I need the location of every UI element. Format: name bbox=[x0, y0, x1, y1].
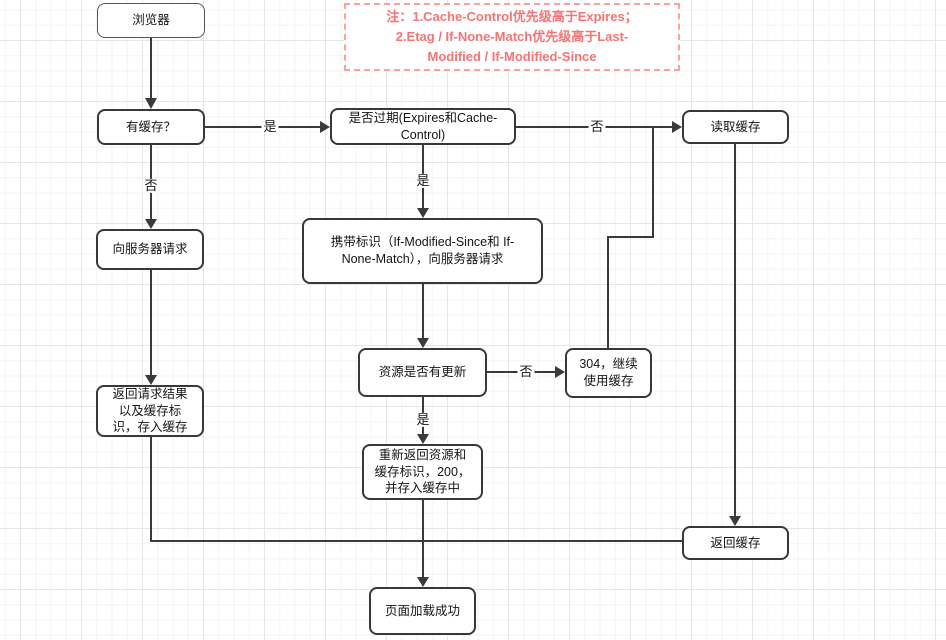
edge-label-has-cache-yes: 是 bbox=[261, 118, 279, 135]
node-return-cache[interactable]: 返回缓存 bbox=[682, 526, 789, 560]
edge-label-expired-no: 否 bbox=[588, 118, 606, 135]
note-box[interactable]: 注：1.Cache-Control优先级高于Expires； 2.Etag / … bbox=[344, 3, 680, 71]
node-request-with-identifier[interactable]: 携带标识（If-Modified-Since和 If- None-Match），… bbox=[302, 218, 543, 284]
node-read-cache[interactable]: 读取缓存 bbox=[682, 110, 789, 144]
node-is-expired[interactable]: 是否过期(Expires和Cache- Control) bbox=[330, 108, 516, 145]
node-request-server[interactable]: 向服务器请求 bbox=[96, 229, 204, 270]
edge-label-expired-yes: 是 bbox=[414, 172, 432, 189]
node-store-result[interactable]: 返回请求结果 以及缓存标 识，存入缓存 bbox=[96, 385, 204, 437]
node-resource-updated[interactable]: 资源是否有更新 bbox=[358, 348, 487, 397]
node-browser[interactable]: 浏览器 bbox=[97, 3, 205, 38]
edge-label-updated-no: 否 bbox=[517, 363, 535, 380]
node-page-loaded[interactable]: 页面加载成功 bbox=[369, 587, 476, 635]
node-use-cache-304[interactable]: 304，继续 使用缓存 bbox=[565, 348, 652, 398]
node-return-200[interactable]: 重新返回资源和 缓存标识，200， 并存入缓存中 bbox=[362, 444, 483, 500]
node-has-cache[interactable]: 有缓存？ bbox=[97, 109, 205, 145]
edge-label-updated-yes: 是 bbox=[414, 411, 432, 428]
edge-label-has-cache-no: 否 bbox=[142, 177, 160, 194]
